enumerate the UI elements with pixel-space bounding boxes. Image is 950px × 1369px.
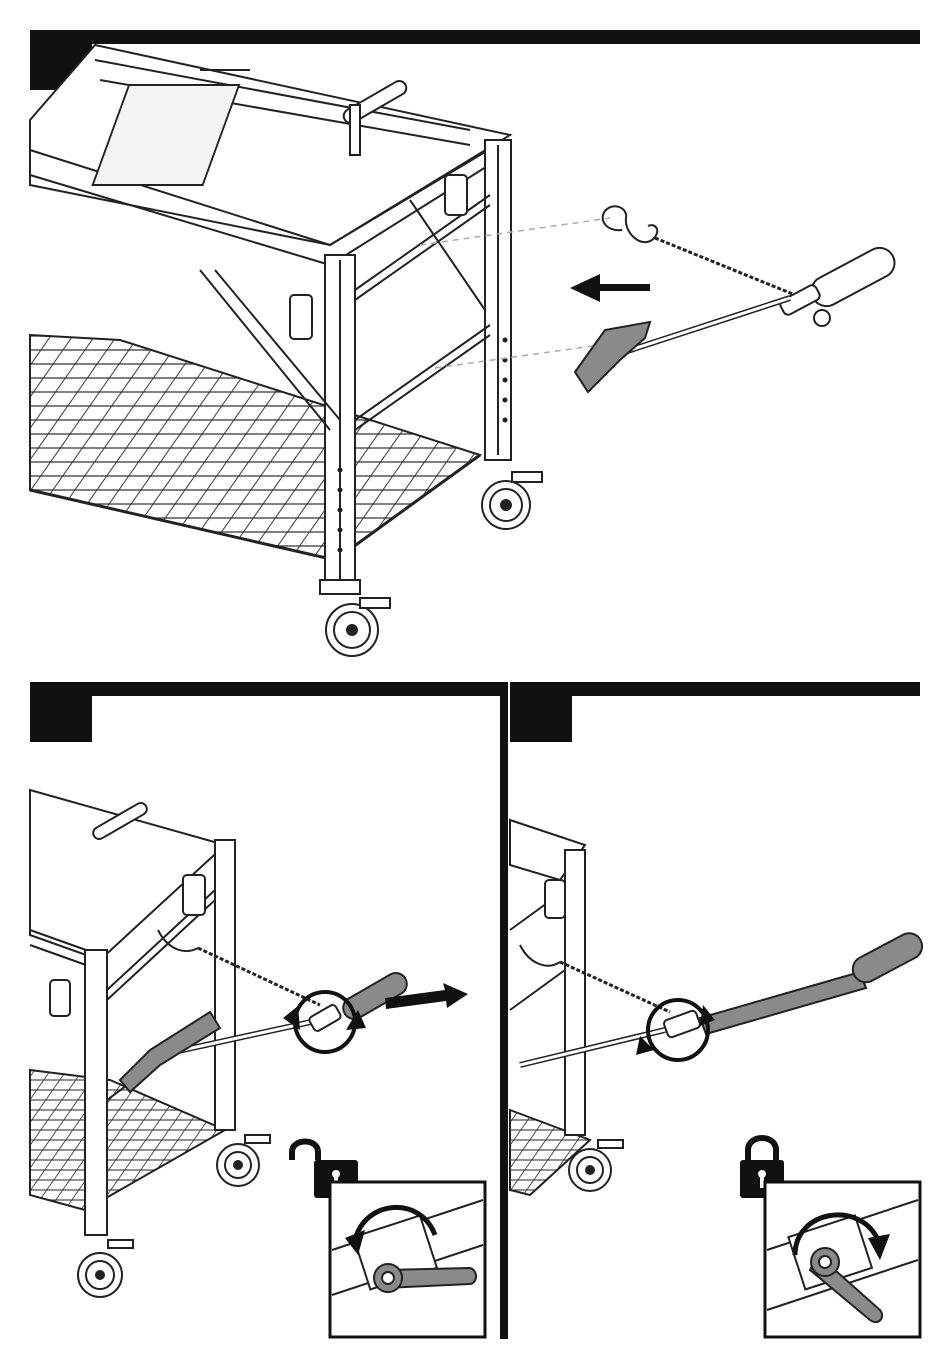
shelving-cart-illustration-3	[510, 820, 623, 1195]
lever-detail-illustration-3	[765, 1182, 920, 1337]
